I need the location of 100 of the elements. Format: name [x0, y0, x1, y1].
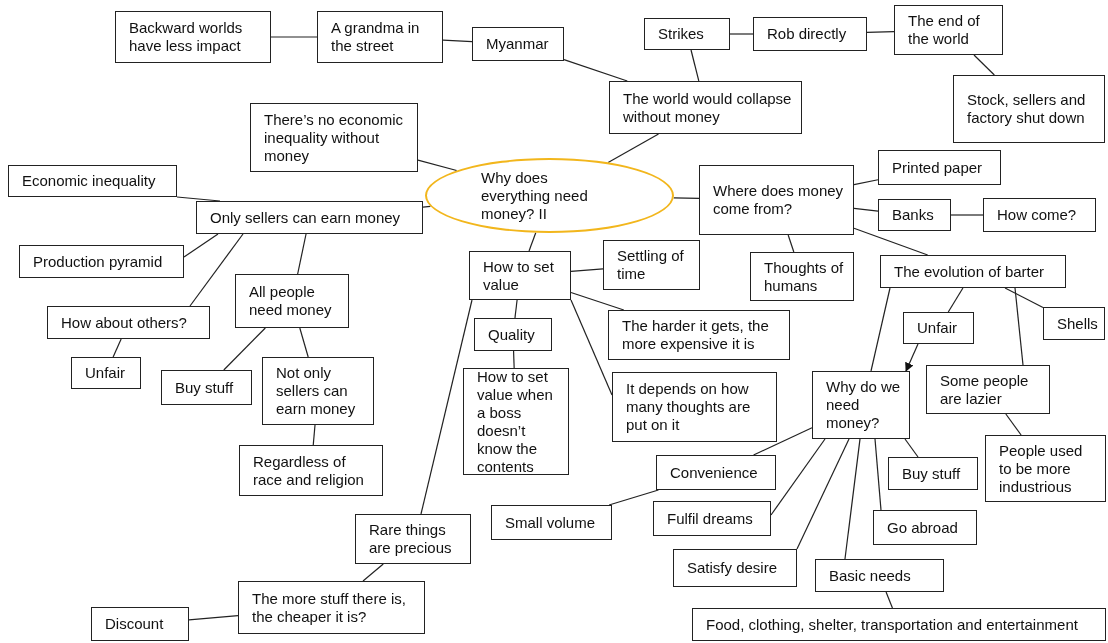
connector-line: [870, 287, 891, 372]
connector-line: [796, 438, 850, 550]
topic-text: The evolution of barter: [894, 262, 1046, 281]
connector-line: [299, 327, 309, 358]
connector-line: [787, 234, 795, 253]
connector-line: [607, 133, 660, 163]
topic-box: [894, 5, 1003, 55]
connector-line: [885, 591, 894, 609]
topic-text: Go abroad: [887, 518, 959, 537]
topic-box: [815, 559, 944, 592]
connector-line: [608, 489, 660, 506]
topic-text: Basic needs: [829, 566, 912, 585]
topic-text: How to set value when a boss doesn’t know the contents: [477, 367, 554, 476]
connector-line: [1005, 413, 1022, 436]
topic-box: [873, 510, 977, 545]
connector-line: [947, 287, 964, 313]
topic-text: A grandma in the street: [331, 19, 421, 55]
connector-line: [904, 438, 919, 458]
connector-line: [753, 427, 813, 456]
connector-line: [442, 39, 473, 43]
topic-box: [238, 581, 425, 634]
connector-line: [770, 438, 826, 516]
topic-text: All people need money: [249, 283, 333, 319]
topic-box: [753, 17, 867, 51]
topic-box: [317, 11, 443, 63]
topic-box: [1043, 307, 1105, 340]
topic-text: People used to be more industrious: [999, 441, 1084, 496]
topic-text: Unfair: [85, 364, 126, 382]
topic-box: [673, 549, 797, 587]
topic-text: Not only sellers can earn money: [276, 364, 357, 418]
topic-box: [953, 75, 1105, 143]
topic-box: [491, 505, 612, 540]
topic-box: [262, 357, 374, 425]
topic-text: How come?: [997, 206, 1078, 224]
connector-line: [950, 214, 984, 216]
topic-text: There’s no economic inequality without money: [264, 110, 404, 165]
topic-box: [355, 514, 471, 564]
topic-box: [750, 252, 854, 301]
connector-line: [514, 299, 518, 319]
topic-text: Food, clothing, shelter, transportation and entertainment: [706, 615, 1079, 634]
topic-text: Printed paper: [892, 158, 984, 177]
topic-text: Strikes: [658, 25, 705, 43]
topic-box: [985, 435, 1106, 502]
connector-line: [528, 232, 537, 252]
topic-text: Buy stuff: [175, 378, 235, 397]
topic-text: Satisfy desire: [687, 559, 779, 577]
connector-line: [866, 30, 895, 33]
connector-line: [853, 227, 929, 256]
topic-box: [463, 368, 569, 475]
connector-line: [189, 233, 244, 307]
topic-text: The harder it gets, the more expensive it is: [622, 317, 770, 353]
connector-line: [223, 327, 266, 371]
topic-box: [235, 274, 349, 328]
topic-text: Fulfil dreams: [667, 509, 754, 528]
topic-box: [47, 306, 210, 339]
topic-text: Production pyramid: [33, 252, 164, 271]
topic-text: Why does everything need money? II: [481, 168, 589, 223]
topic-text: Quality: [488, 325, 536, 344]
topic-text: Backward worlds have less impact: [129, 19, 244, 55]
topic-text: Regardless of race and religion: [253, 452, 365, 489]
connector-line: [297, 233, 307, 275]
connector-line: [853, 179, 879, 186]
connector-line: [563, 59, 628, 82]
topic-text: The more stuff there is, the cheaper it is?: [252, 589, 407, 626]
topic-box: [878, 150, 1001, 185]
connector-line: [362, 563, 384, 582]
topic-text: Only sellers can earn money: [210, 208, 402, 227]
topic-box: [983, 198, 1096, 232]
topic-box: [115, 11, 271, 63]
connector-line: [570, 299, 613, 396]
topic-box: [903, 312, 974, 344]
topic-text: Thoughts of humans: [764, 258, 845, 295]
topic-box: [653, 501, 771, 536]
topic-text: Small volume: [505, 513, 597, 532]
connector-line: [1004, 287, 1044, 309]
topic-box: [474, 318, 552, 351]
topic-box: [250, 103, 418, 172]
topic-text: Banks: [892, 206, 935, 224]
topic-box: [71, 357, 141, 389]
topic-box: [888, 457, 978, 490]
connector-line: [570, 268, 604, 273]
topic-box: [469, 251, 571, 300]
connector-line: [422, 205, 431, 208]
connector-line: [420, 299, 473, 515]
topic-box: [812, 371, 910, 439]
connector-line: [270, 36, 318, 38]
topic-box: [644, 18, 730, 50]
topic-text: Where does money come from?: [713, 182, 845, 218]
connector-line: [417, 159, 458, 172]
topic-box: [656, 455, 776, 490]
topic-text: Shells: [1057, 314, 1098, 333]
topic-box: [612, 372, 777, 442]
topic-text: Stock, sellers and factory shut down: [967, 91, 1087, 127]
connector-line: [973, 54, 995, 76]
topic-text: Economic inequality: [22, 172, 157, 190]
topic-text: Some people are lazier: [940, 371, 1030, 408]
topic-box: [603, 240, 700, 290]
topic-box: [19, 245, 184, 278]
topic-text: Discount: [105, 615, 165, 633]
connector-line: [112, 338, 122, 358]
